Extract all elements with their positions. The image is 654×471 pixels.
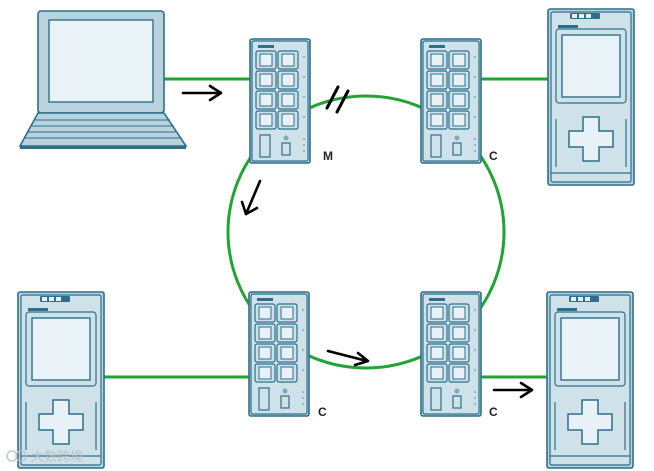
- controller-icon: [17, 291, 105, 469]
- switch-icon: [249, 38, 311, 164]
- switch-role-label: M: [323, 149, 333, 163]
- controller-icon: [547, 8, 635, 186]
- watermark-text: 大数跨境: [31, 450, 83, 465]
- switch-icon: [248, 291, 310, 417]
- flow-arrow-icon: [492, 381, 534, 399]
- laptop-icon: [18, 10, 188, 149]
- flow-arrow-icon: [326, 349, 370, 367]
- switch-role-label: C: [489, 149, 498, 163]
- ring-link: [226, 94, 506, 370]
- ring-break-icon: [325, 85, 350, 114]
- flow-arrow-icon: [181, 84, 223, 102]
- watermark: 大数跨境: [6, 450, 83, 465]
- switch-icon: [420, 291, 482, 417]
- flow-arrow-icon: [240, 179, 262, 216]
- controller-icon: [546, 291, 634, 469]
- switch-icon: [420, 38, 482, 164]
- switch-role-label: C: [489, 405, 498, 419]
- switch-role-label: C: [318, 405, 327, 419]
